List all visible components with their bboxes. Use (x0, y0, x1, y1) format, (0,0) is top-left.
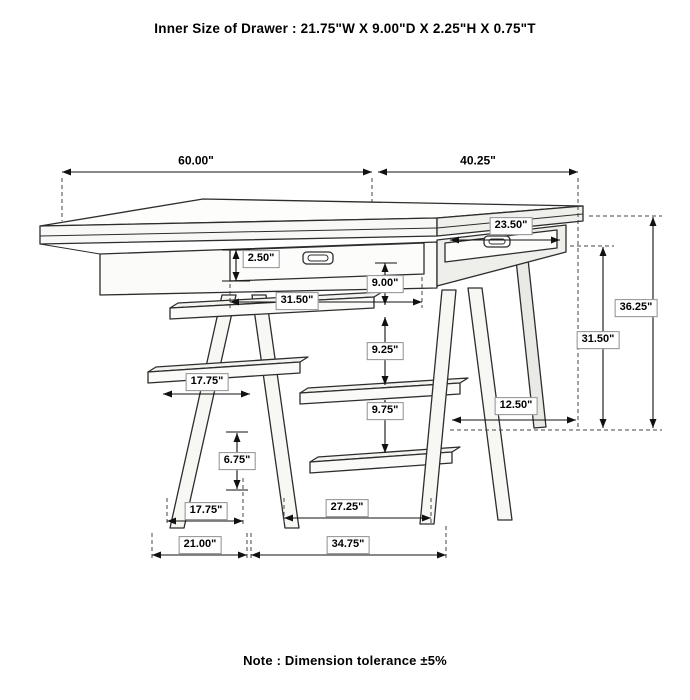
dim-label-top-length: 60.00" (178, 153, 214, 168)
tolerance-note: Note : Dimension tolerance ±5% (243, 653, 447, 668)
dim-label-left-foot-span: 21.00" (178, 536, 222, 554)
side-drawer-handle (483, 235, 511, 248)
drawer-inner-size-note: Inner Size of Drawer : 21.75"W X 9.00"D … (154, 21, 536, 36)
front-drawer-handle (302, 251, 334, 265)
dim-label-overall-height: 36.25" (614, 299, 658, 317)
dim-label-underside-height: 31.50" (576, 331, 620, 349)
dim-label-base-span: 34.75" (326, 536, 370, 554)
dim-label-drawer-height: 2.50" (242, 250, 280, 268)
dim-label-inner-leg-span: 27.25" (325, 499, 369, 517)
dim-label-shelf-stretcher: 9.25" (366, 342, 404, 360)
dim-label-side-drawer: 23.50" (489, 217, 533, 235)
stretchers (299, 377, 469, 474)
dim-label-front-drawer: 31.50" (275, 292, 319, 310)
dim-label-top-depth: 40.25" (460, 153, 496, 168)
right-leg-frame (419, 287, 513, 525)
dim-label-lower-shelf: 17.75" (184, 502, 228, 520)
table-drawing (39, 198, 584, 529)
left-leg-frame (169, 294, 300, 529)
dim-label-rail-floor: 6.75" (218, 452, 256, 470)
dim-label-top-overhang: 12.50" (494, 397, 538, 415)
dim-label-upper-shelf: 17.75" (185, 373, 229, 391)
dim-label-apron-shelf-gap: 9.00" (366, 275, 404, 293)
dim-label-stretcher-rail: 9.75" (366, 402, 404, 420)
dimension-annotations (61, 168, 662, 561)
tabletop (39, 198, 584, 255)
